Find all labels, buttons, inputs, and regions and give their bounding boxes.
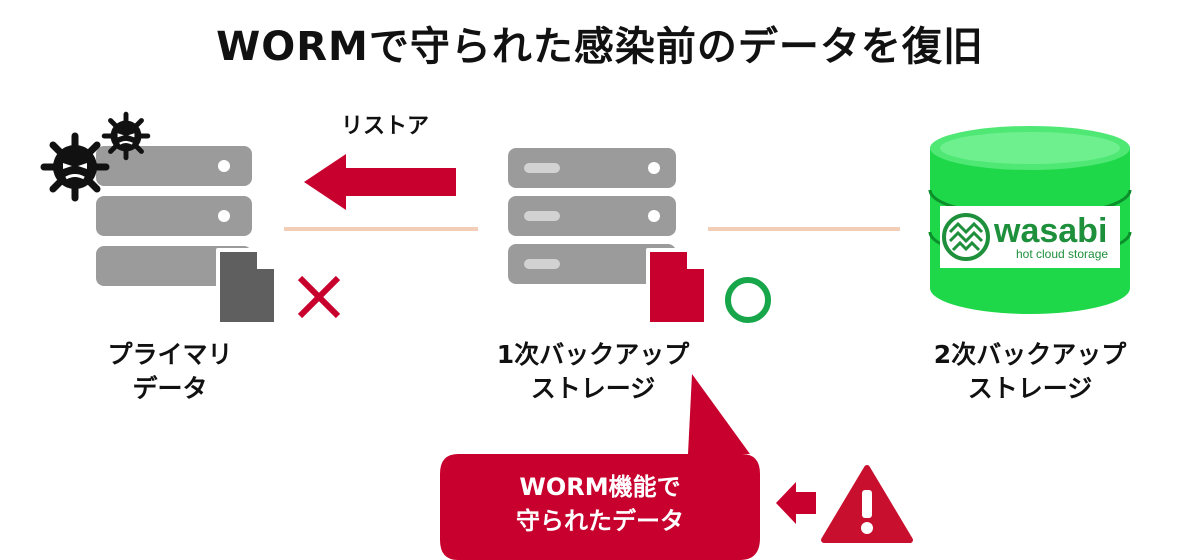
circle-ok-icon (725, 277, 771, 323)
virus-icon (40, 132, 110, 202)
backup1-server-icon (508, 148, 676, 284)
backup1-label: 1次バックアップ ストレージ (478, 338, 708, 406)
arrow-left-icon (304, 154, 456, 210)
callout-line1: WORM機能で (519, 473, 681, 501)
restore-label: リストア (340, 114, 429, 139)
document-icon (646, 248, 708, 326)
arrow-left-icon (776, 482, 816, 524)
backup1-label-line1: 1次バックアップ (496, 340, 690, 369)
cross-icon (297, 275, 341, 319)
primary-label: プライマリ データ (80, 338, 260, 406)
callout-bubble (440, 374, 760, 560)
page-title: WORMで守られた感染前のデータを復旧 (216, 24, 984, 70)
wasabi-tagline: hot cloud storage (1016, 247, 1108, 261)
primary-label-line2: データ (132, 374, 208, 403)
callout-line2: 守られたデータ (516, 507, 684, 535)
virus-icon (101, 111, 151, 161)
primary-server-icon (96, 146, 252, 286)
wasabi-wordmark: wasabi (993, 212, 1107, 250)
document-icon (216, 248, 278, 326)
warning-icon (821, 465, 913, 543)
primary-label-line1: プライマリ (107, 340, 233, 369)
backup2-label: 2次バックアップ ストレージ (915, 338, 1145, 406)
wasabi-logo-icon (942, 213, 990, 261)
callout-text: WORM機能で 守られたデータ (444, 470, 756, 538)
database-icon: wasabi hot cloud storage (928, 126, 1132, 314)
backup2-label-line1: 2次バックアップ (933, 340, 1127, 369)
backup2-label-line2: ストレージ (967, 374, 1093, 403)
backup1-label-line2: ストレージ (530, 374, 656, 403)
